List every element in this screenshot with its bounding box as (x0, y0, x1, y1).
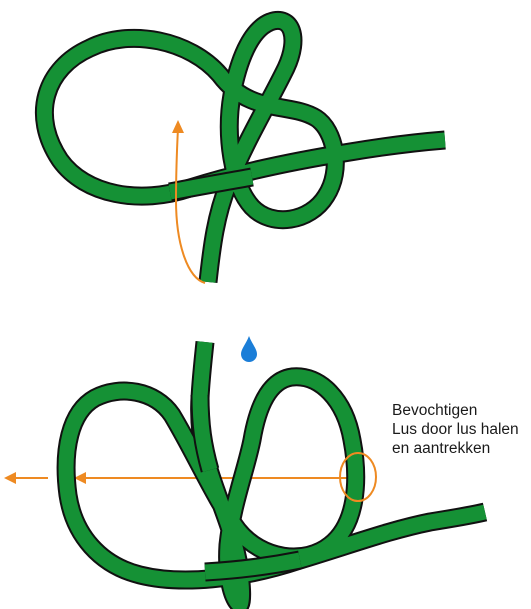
arrow-up-icon (176, 128, 205, 283)
instruction-line-1: Bevochtigen (392, 401, 519, 420)
instruction-line-2: Lus door lus halen (392, 420, 519, 439)
knot-step-2 (4, 342, 485, 605)
arrow-left-head (4, 472, 16, 484)
instruction-line-3: en aantrekken (392, 439, 519, 458)
instruction-text: Bevochtigen Lus door lus halen en aantre… (392, 401, 519, 458)
rope-fill-step-1 (44, 20, 445, 282)
arrow-up-head (172, 120, 184, 133)
knot-step-1 (44, 20, 445, 283)
water-drop-icon (241, 336, 257, 362)
